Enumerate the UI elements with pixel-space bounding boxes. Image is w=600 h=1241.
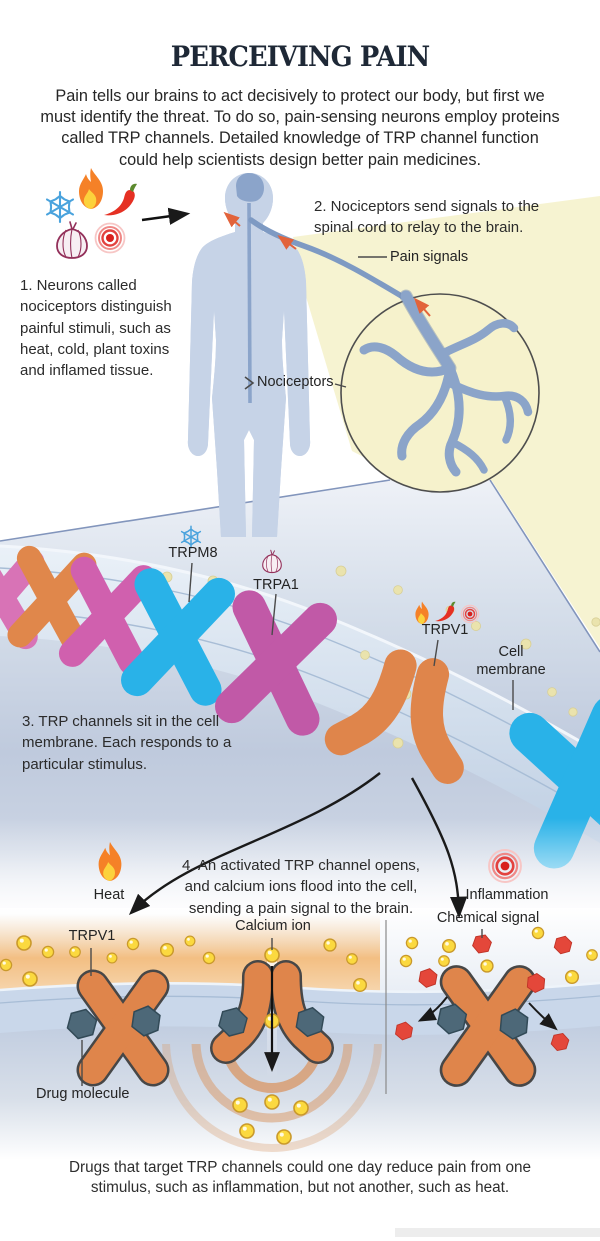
brain [236, 173, 264, 202]
inflammation-label: Inflammation [465, 887, 549, 903]
step-2-text: 2. Nociceptors send signals to the spina… [314, 198, 540, 237]
inflammation-icon [487, 848, 523, 884]
pain-signals-label: Pain signals [390, 249, 469, 265]
chili-pepper-icon [104, 183, 137, 216]
inflammation-icon [460, 604, 480, 624]
trpa1-label: TRPA1 [253, 577, 299, 593]
cell-membrane-label: Cell membrane [476, 644, 546, 679]
trpv1-label: TRPV1 [421, 622, 469, 638]
trpv1-bottom-label: TRPV1 [68, 928, 116, 944]
step-1-text: 1. Neurons called nociceptors distinguis… [20, 277, 172, 380]
stimuli-icons [45, 168, 137, 259]
spinal-cord [247, 202, 252, 404]
human-figure [187, 173, 411, 537]
page-title: PERCEIVING PAIN [170, 40, 430, 73]
branching-arrows [128, 772, 468, 919]
drug-molecule-label: Drug molecule [36, 1086, 130, 1102]
step-3-text: 3. TRP channels sit in the cell membrane… [22, 713, 232, 773]
signal-ripples [162, 1044, 382, 1152]
trpm8-label: TRPM8 [168, 545, 218, 561]
heat-label: Heat [93, 887, 125, 903]
nociceptor-circle [340, 289, 540, 493]
snowflake-icon [45, 192, 75, 222]
inflammation-icon [94, 222, 126, 254]
nociceptors-label: Nociceptors [257, 374, 334, 390]
pain-signal-arrows [223, 211, 431, 317]
caption-text: Drugs that target TRP channels could one… [68, 1159, 532, 1197]
deflection-arrows [417, 996, 558, 1031]
flame-icon [79, 168, 103, 209]
footer-shade [395, 1228, 600, 1237]
leader-lines-mid [188, 562, 514, 710]
label-connectors-top [244, 256, 387, 390]
heat-gradient-band [0, 914, 380, 994]
chemical-signal-label: Chemical signal [436, 910, 540, 926]
nociceptor-branches [359, 290, 533, 477]
onion-icon [56, 221, 88, 259]
step-4-text: 4. An activated TRP channel opens, and c… [182, 857, 420, 917]
leader-lines-bottom [81, 929, 483, 1086]
intro-paragraph: Pain tells our brains to act decisively … [40, 87, 560, 169]
nerve-fiber [248, 217, 411, 303]
stimuli-to-body-arrow [141, 207, 191, 225]
calcium-ion-label: Calcium ion [235, 918, 311, 934]
